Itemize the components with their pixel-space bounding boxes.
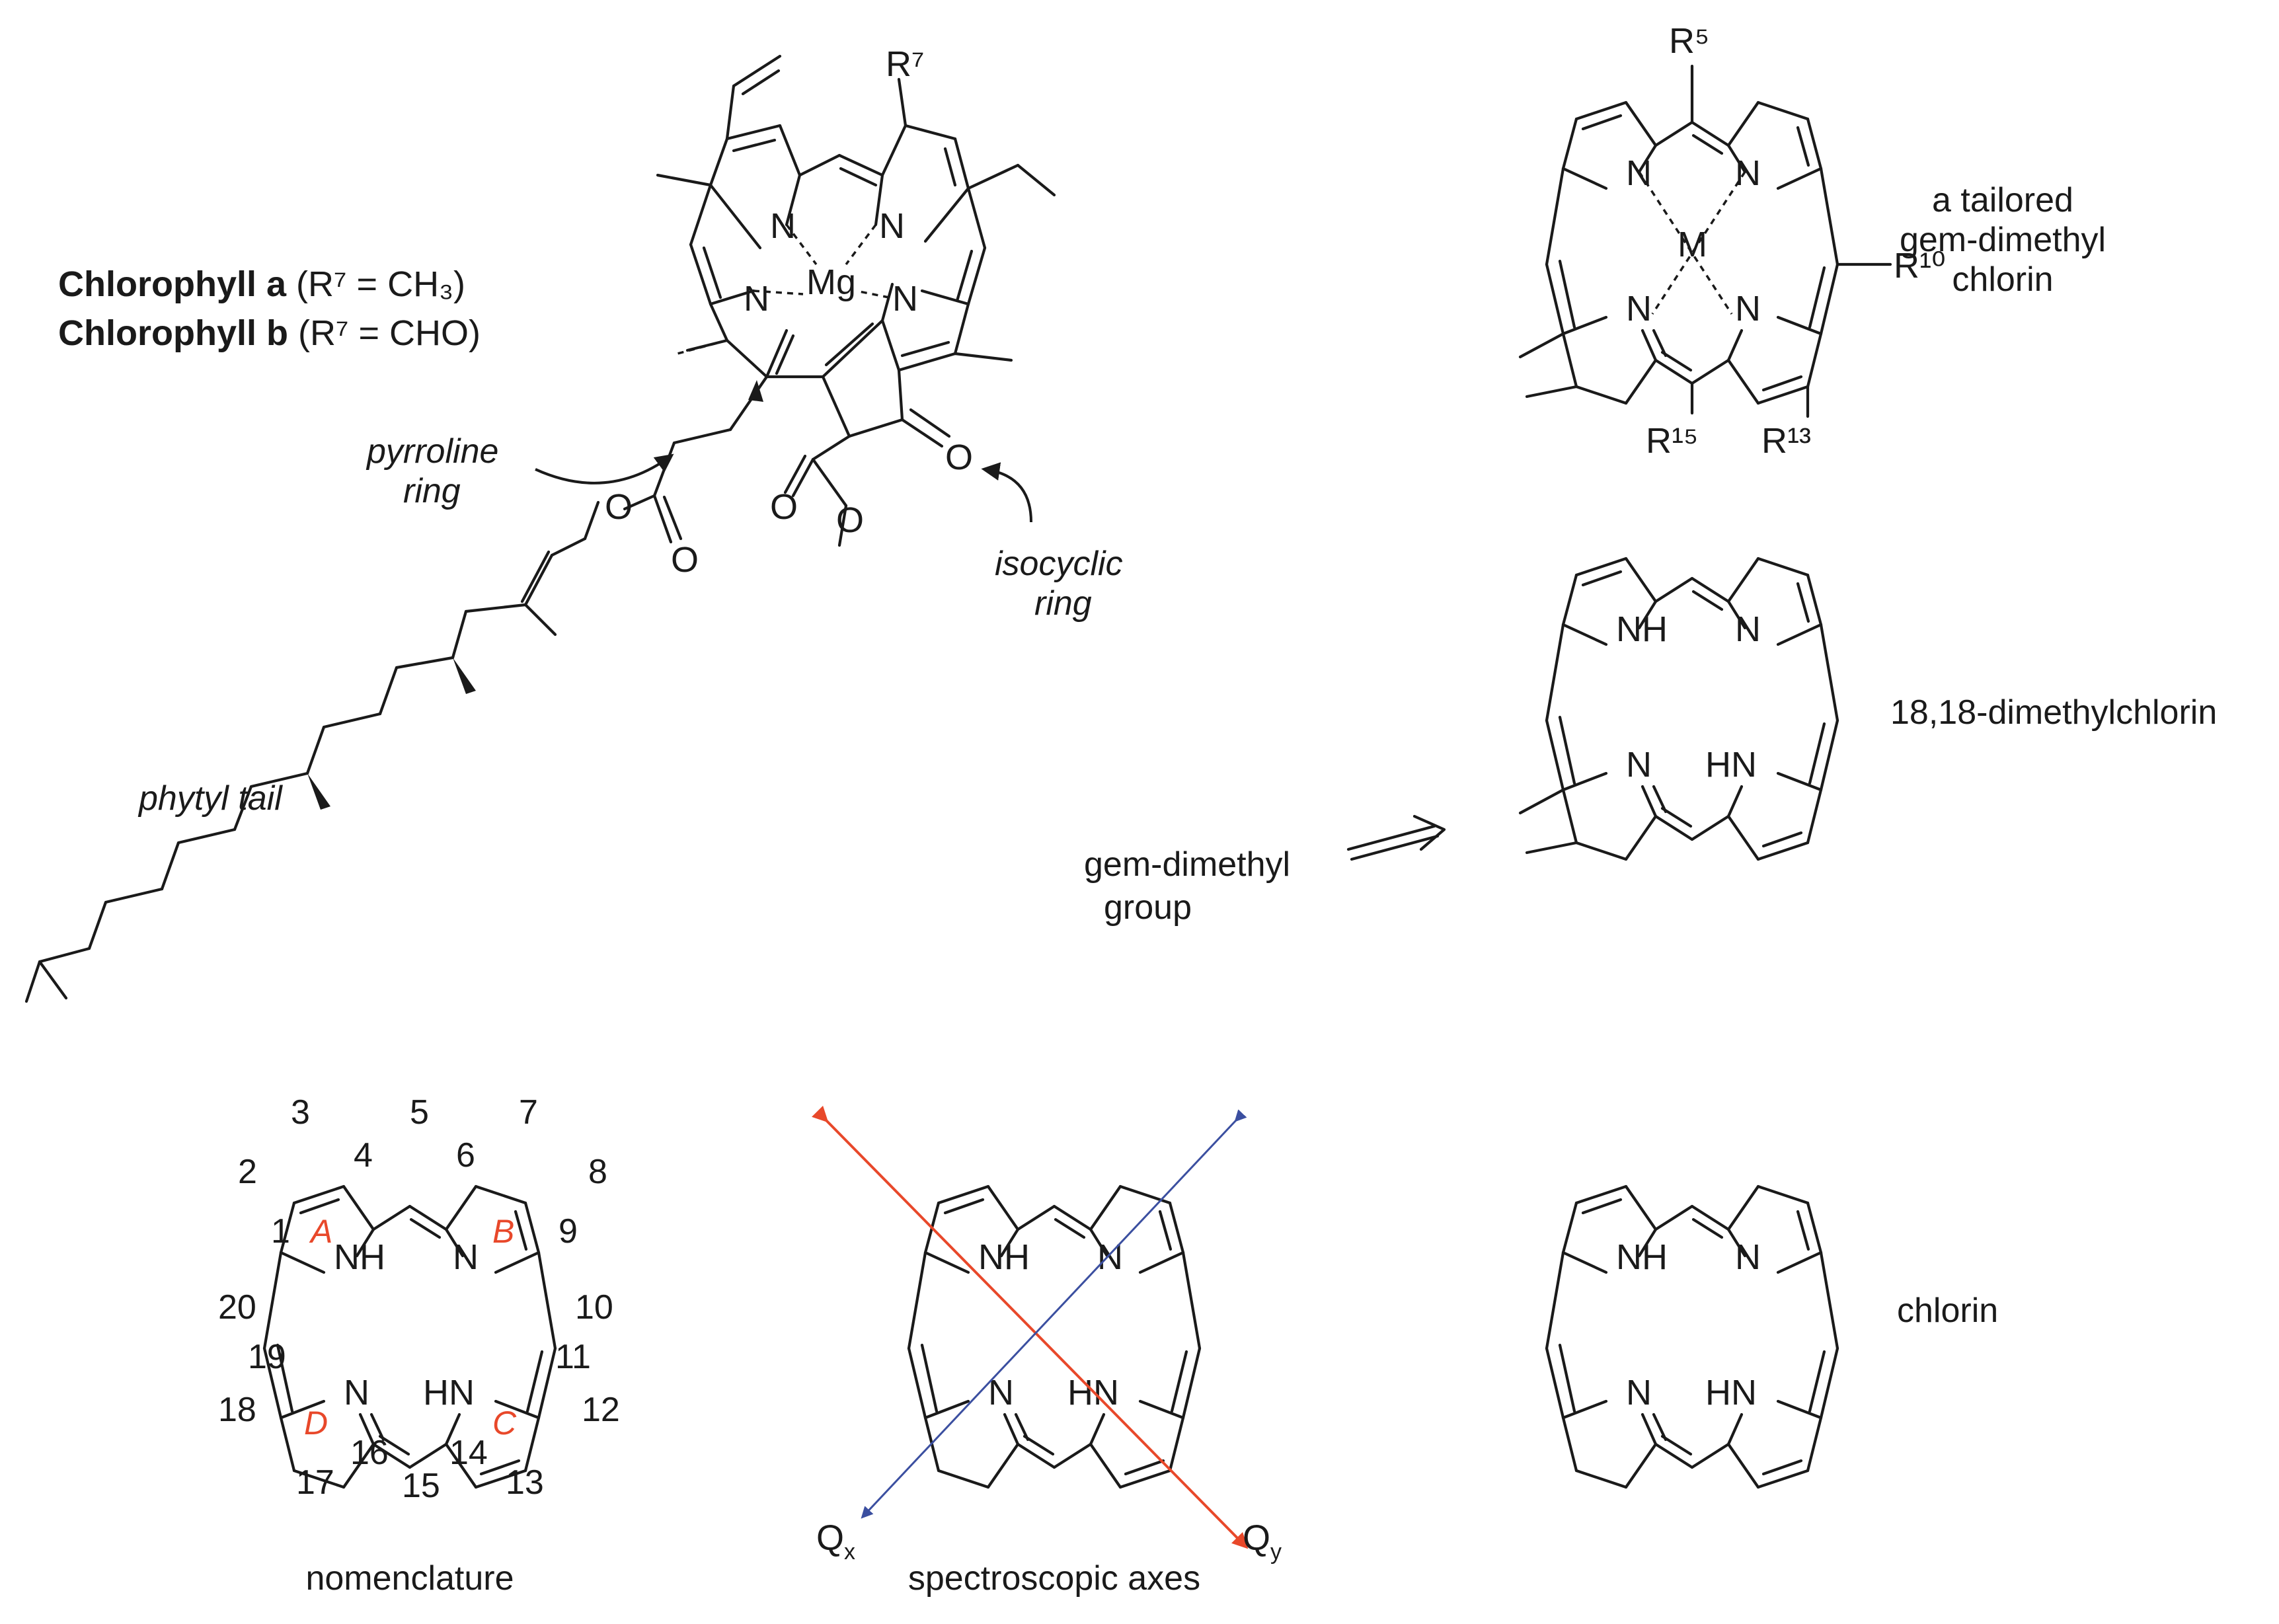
isocyclic-label-1: isocyclic xyxy=(995,545,1123,583)
chlorin-n-top: N xyxy=(1735,1237,1761,1277)
spec-nh: NH xyxy=(978,1237,1030,1277)
chl-propionate-o1: O xyxy=(605,487,633,527)
qy-label: Qy xyxy=(1243,1518,1282,1565)
ring-label-d: D xyxy=(304,1405,328,1442)
ring-label-c: C xyxy=(492,1405,517,1442)
pos-14: 14 xyxy=(449,1434,488,1472)
dmc-hn: HN xyxy=(1705,745,1757,785)
chl-a-formula: (R⁷ = CH₃) xyxy=(286,264,465,304)
chl-n-d: N xyxy=(744,279,769,319)
nom-nh: NH xyxy=(334,1237,385,1277)
tailored-chlorin: N N N N M R⁵ R¹⁰ R¹³ R¹⁵ xyxy=(1518,21,1946,461)
gem-dimethyl-arrow xyxy=(1346,814,1446,861)
tailored-r5: R⁵ xyxy=(1669,21,1709,61)
pos-20: 20 xyxy=(218,1288,256,1327)
tailored-caption-1: a tailored xyxy=(1932,181,2073,219)
qx-label: Qx xyxy=(816,1518,855,1565)
pos-3: 3 xyxy=(291,1093,310,1132)
tailored-n-4: N xyxy=(1735,289,1761,329)
dmc-caption: 18,18-dimethylchlorin xyxy=(1890,693,2217,732)
tailored-r13: R¹³ xyxy=(1761,421,1811,461)
isocyclic-arrow xyxy=(981,462,1032,523)
chl-propionate-o2: O xyxy=(671,540,699,580)
chlorin-hn: HN xyxy=(1705,1373,1757,1412)
dmc-n-top: N xyxy=(1735,609,1761,649)
chl-a-name: Chlorophyll a xyxy=(58,264,287,304)
pos-16: 16 xyxy=(350,1434,389,1472)
tailored-n-2: N xyxy=(1735,153,1761,193)
pos-19: 19 xyxy=(248,1338,286,1376)
spectroscopic-caption: spectroscopic axes xyxy=(908,1559,1200,1598)
svg-text:Chlorophyll b (R⁷ = CHO): Chlorophyll b (R⁷ = CHO) xyxy=(58,313,481,353)
phytyl-tail-label: phytyl tail xyxy=(137,779,283,818)
pos-5: 5 xyxy=(410,1093,429,1132)
pos-6: 6 xyxy=(456,1136,475,1175)
chl-ester-o2: O xyxy=(836,500,864,540)
pos-12: 12 xyxy=(582,1391,620,1429)
isocyclic-label-2: ring xyxy=(1034,584,1092,623)
gem-dimethyl-label-2: group xyxy=(1104,888,1192,927)
pos-4: 4 xyxy=(354,1136,373,1175)
chl-b-name: Chlorophyll b xyxy=(58,313,288,353)
nom-n-bottom: N xyxy=(344,1373,369,1412)
chlorin-n-bottom: N xyxy=(1626,1373,1652,1412)
tailored-caption-3: chlorin xyxy=(1952,260,2053,299)
pyrroline-label-1: pyrroline xyxy=(366,432,498,471)
tailored-metal: M xyxy=(1678,225,1707,264)
dmc-n-bottom: N xyxy=(1626,745,1652,785)
pos-7: 7 xyxy=(519,1093,538,1132)
qx-axis xyxy=(861,1109,1247,1519)
chlorin-nh: NH xyxy=(1616,1237,1668,1277)
pyrroline-arrow xyxy=(535,453,674,484)
chlorophyll-title: Chlorophyll a (R⁷ = CH₃) Chlorophyll b (… xyxy=(58,264,481,353)
pos-15: 15 xyxy=(402,1467,440,1505)
chl-n-b: N xyxy=(879,206,905,246)
pos-13: 13 xyxy=(506,1463,544,1502)
chlorin-caption: chlorin xyxy=(1897,1292,1998,1330)
dmc-nh: NH xyxy=(1616,609,1668,649)
pos-9: 9 xyxy=(559,1212,578,1251)
chl-n-a: N xyxy=(770,206,796,246)
nom-hn: HN xyxy=(423,1373,475,1412)
chl-r7: R⁷ xyxy=(886,44,925,84)
pos-2: 2 xyxy=(238,1153,257,1191)
nomenclature-chlorin: NH N N HN A B C D xyxy=(264,1186,555,1487)
pos-17: 17 xyxy=(296,1463,334,1502)
chl-ketone-o: O xyxy=(945,438,973,477)
chl-metal: Mg xyxy=(806,262,856,302)
svg-text:Chlorophyll a (R⁷ = CH₃): Chlorophyll a (R⁷ = CH₃) xyxy=(58,264,465,304)
pos-18: 18 xyxy=(218,1391,256,1429)
dimethylchlorin: NH N N HN xyxy=(1518,559,1837,859)
tailored-r15: R¹⁵ xyxy=(1646,421,1698,461)
pos-11: 11 xyxy=(555,1338,591,1376)
chlorophyll-structure: N N N N Mg R⁷ O O O O O xyxy=(24,44,1056,1003)
spectroscopic-chlorin: NH N N HN xyxy=(811,1105,1249,1549)
nom-n-top: N xyxy=(453,1237,479,1277)
chl-n-c: N xyxy=(892,279,918,319)
pyrroline-label-2: ring xyxy=(403,472,461,510)
nomenclature-caption: nomenclature xyxy=(305,1559,514,1598)
position-numbers: 1 2 3 4 5 6 7 8 9 10 11 12 13 14 15 16 1… xyxy=(218,1093,620,1505)
tailored-n-3: N xyxy=(1626,289,1652,329)
gem-dimethyl-label-1: gem-dimethyl xyxy=(1084,845,1290,884)
pos-10: 10 xyxy=(575,1288,613,1327)
pos-8: 8 xyxy=(588,1153,607,1191)
tailored-n-1: N xyxy=(1626,153,1652,193)
ring-label-a: A xyxy=(309,1213,332,1250)
chlorin-parent: NH N N HN xyxy=(1547,1186,1837,1487)
chl-b-formula: (R⁷ = CHO) xyxy=(288,313,481,353)
pos-1: 1 xyxy=(271,1212,290,1251)
tailored-caption-2: gem-dimethyl xyxy=(1900,221,2106,259)
chl-ester-o1: O xyxy=(770,487,798,527)
ring-label-b: B xyxy=(492,1213,514,1250)
tailored-r10: R¹⁰ xyxy=(1894,246,1946,286)
